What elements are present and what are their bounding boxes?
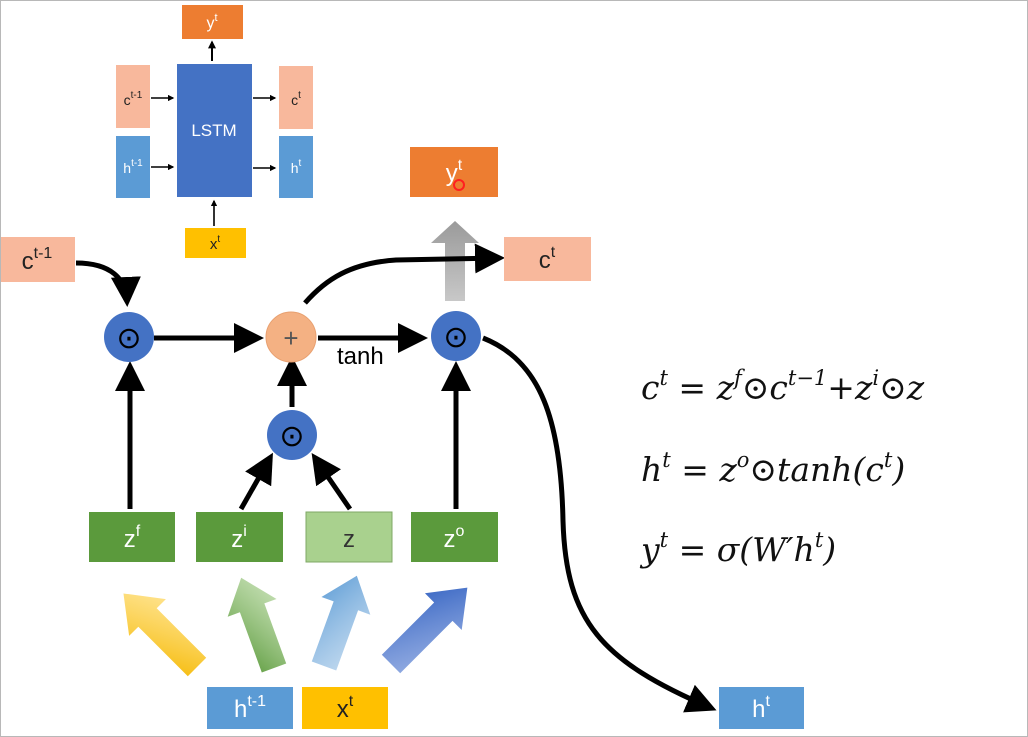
- equation-output: yt = σ(W′ht): [639, 528, 836, 569]
- arrow-to-z: [311, 575, 371, 671]
- gate-input-box: [196, 512, 283, 562]
- arrow-zi-to-midmult: [238, 452, 273, 511]
- mini-c-out-box: [279, 66, 313, 129]
- arrow-cprev-to-mult: [75, 260, 141, 307]
- arrow-z-to-midmult: [311, 453, 353, 511]
- gate-output-label: zo: [444, 523, 465, 553]
- mult-symbol-input: ⊙: [279, 420, 304, 453]
- x-box: [302, 687, 388, 729]
- cprev-box: [1, 237, 75, 282]
- arrow-multout-to-hnext: [482, 335, 717, 713]
- gate-candidate-box: [305, 511, 393, 563]
- y-box: [410, 147, 498, 197]
- mini-lstm-block: [177, 64, 252, 197]
- equation-cell: ct = zf⊙ct−1+zi⊙z: [641, 366, 925, 407]
- gate-forget-box: [89, 512, 175, 562]
- hprev-label: ht-1: [234, 693, 266, 723]
- mult-circle-forget: [104, 312, 154, 362]
- mini-lstm: yt LSTM ct-1 ht-1 ct ht xt: [116, 5, 313, 258]
- mini-c-in-label: ct-1: [124, 90, 143, 108]
- cprev-label: ct-1: [22, 245, 53, 275]
- connectors: [75, 243, 717, 713]
- x-label: xt: [337, 693, 354, 723]
- arrow-to-zo: [381, 587, 468, 674]
- mini-x-label: xt: [210, 234, 221, 253]
- arrow-to-zf: [123, 593, 207, 677]
- mini-lstm-label: LSTM: [191, 121, 236, 140]
- mini-y-box: [182, 5, 243, 39]
- mini-h-out-box: [279, 136, 313, 198]
- add-symbol: +: [283, 323, 298, 353]
- gate-input-label: zi: [231, 523, 247, 553]
- mult-symbol-forget: ⊙: [116, 322, 141, 355]
- add-circle: [265, 311, 317, 363]
- mini-h-in-label: ht-1: [123, 158, 143, 176]
- mult-circle-input: [267, 410, 317, 460]
- cnext-label: ct: [539, 244, 556, 274]
- arrow-add-to-cnext: [303, 243, 505, 305]
- hnext-label: ht: [752, 693, 770, 723]
- mult-circle-output: [431, 311, 481, 361]
- mini-c-in-box: [116, 65, 150, 128]
- gate-output-box: [411, 512, 498, 562]
- mini-x-box: [185, 228, 246, 258]
- mini-h-out-label: ht: [291, 158, 302, 176]
- arrow-to-zi: [227, 577, 287, 673]
- equations: ct = zf⊙ct−1+zi⊙z ht = zo⊙tanh(ct) yt = …: [639, 366, 925, 569]
- input-arrows: [123, 575, 468, 677]
- hnext-box: [719, 687, 804, 729]
- gate-candidate-label: z: [343, 526, 355, 553]
- tanh-label: tanh: [337, 343, 384, 370]
- hprev-box: [207, 687, 293, 729]
- mini-y-label: yt: [206, 12, 217, 32]
- gate-forget-label: zf: [124, 523, 141, 553]
- mini-h-in-box: [116, 136, 150, 198]
- y-label: yt: [446, 157, 463, 187]
- cursor-indicator: [453, 179, 465, 191]
- mini-c-out-label: ct: [291, 90, 301, 108]
- cnext-box: [504, 237, 591, 281]
- mult-symbol-output: ⊙: [443, 321, 468, 354]
- equation-hidden: ht = zo⊙tanh(ct): [641, 448, 905, 489]
